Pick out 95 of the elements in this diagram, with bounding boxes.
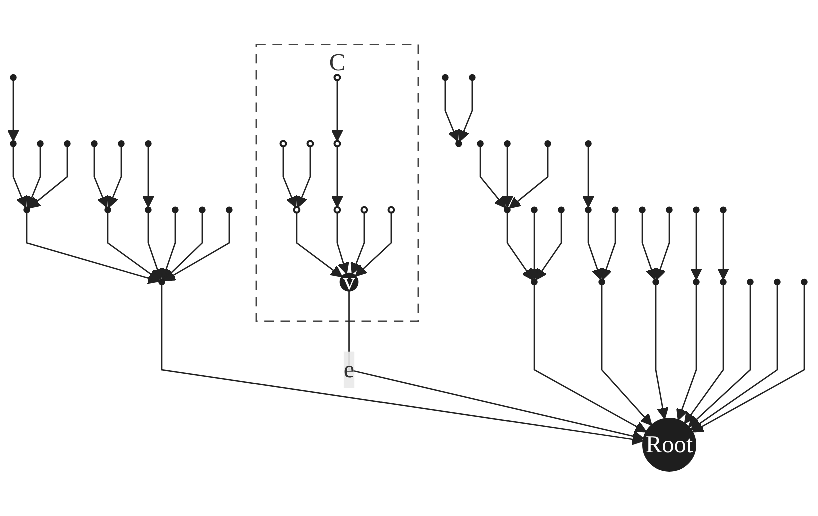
node-circle — [504, 206, 511, 214]
node-circle — [145, 140, 152, 148]
node-circle — [226, 206, 233, 214]
arrow — [534, 284, 648, 433]
node-circle — [693, 206, 700, 214]
edge-label: e — [344, 356, 355, 383]
node-circle — [118, 140, 125, 148]
arrow — [296, 212, 343, 278]
arrow — [600, 212, 616, 280]
arrow — [528, 212, 540, 280]
node-circle — [598, 278, 606, 286]
arrow — [332, 80, 344, 142]
node-circle — [666, 206, 673, 214]
node-circle — [280, 140, 288, 148]
node-circle — [334, 206, 342, 214]
arrow — [718, 212, 730, 280]
arrow — [458, 80, 474, 142]
node-circle — [388, 206, 396, 214]
arrow — [160, 212, 176, 280]
arrow — [690, 284, 778, 430]
arrow — [108, 146, 122, 208]
node-circle — [652, 278, 660, 286]
arrow — [107, 212, 160, 282]
arrow — [336, 212, 350, 274]
node-circle — [24, 206, 30, 214]
node-circle — [558, 206, 565, 214]
node-circle — [37, 140, 44, 148]
node-circle — [360, 206, 368, 214]
arrow — [690, 212, 702, 280]
node-circle — [693, 278, 700, 286]
arrow — [480, 146, 506, 209]
node-circle — [104, 206, 112, 214]
arrow — [676, 284, 698, 421]
node-circle — [720, 206, 727, 214]
arrow — [348, 291, 644, 442]
arrow — [588, 212, 604, 280]
node-circle — [10, 74, 17, 82]
node-circle — [639, 206, 646, 214]
arrow — [163, 212, 204, 281]
node-circle — [293, 206, 301, 214]
arrow — [601, 284, 652, 426]
node-circle — [442, 74, 449, 82]
node-circle — [747, 278, 754, 286]
arrow — [161, 284, 644, 446]
arrow — [28, 146, 68, 209]
arrow — [536, 212, 562, 281]
node-circle — [456, 140, 462, 148]
node-circle: Root — [642, 418, 697, 472]
arrow — [332, 146, 344, 208]
node-circle — [504, 140, 511, 148]
arrow — [296, 146, 312, 208]
arrow — [148, 212, 164, 280]
node-circle — [544, 140, 552, 148]
node-circle — [585, 140, 592, 148]
arrow — [8, 80, 20, 142]
arrow — [444, 80, 460, 142]
node-circle — [612, 206, 619, 214]
arrow — [355, 212, 392, 277]
arrow — [12, 146, 28, 208]
node-circle — [469, 74, 476, 82]
arrow — [688, 284, 752, 428]
arrow — [654, 212, 670, 280]
node-circle — [10, 140, 17, 148]
node-circle — [801, 278, 808, 286]
arrow — [164, 212, 230, 282]
node-circle — [91, 140, 98, 148]
node-circle — [531, 206, 538, 214]
arrow — [509, 146, 549, 209]
arrow — [582, 146, 594, 208]
node-circle — [720, 278, 727, 286]
arrow — [94, 146, 108, 208]
arrow — [350, 212, 366, 275]
arrow — [26, 146, 42, 208]
node-circle — [158, 278, 166, 286]
arrow — [692, 284, 806, 433]
node-circle — [306, 140, 314, 148]
arrow — [655, 284, 669, 420]
arrow — [684, 284, 724, 424]
node-circle — [585, 206, 592, 214]
node-circle — [172, 206, 179, 214]
node-circle — [477, 140, 484, 148]
arrow — [506, 212, 534, 281]
node-circle — [334, 140, 342, 148]
arrow — [142, 146, 154, 208]
arrow — [502, 146, 514, 208]
arrow — [642, 212, 658, 280]
node-circle — [64, 140, 71, 148]
arrow — [26, 212, 160, 284]
arrow — [282, 146, 298, 208]
node-circle: v — [340, 272, 359, 292]
node-circle — [145, 206, 152, 214]
node-circle — [531, 278, 538, 286]
node-circle — [774, 278, 781, 286]
node-circle — [199, 206, 206, 214]
node-circle — [334, 74, 342, 82]
